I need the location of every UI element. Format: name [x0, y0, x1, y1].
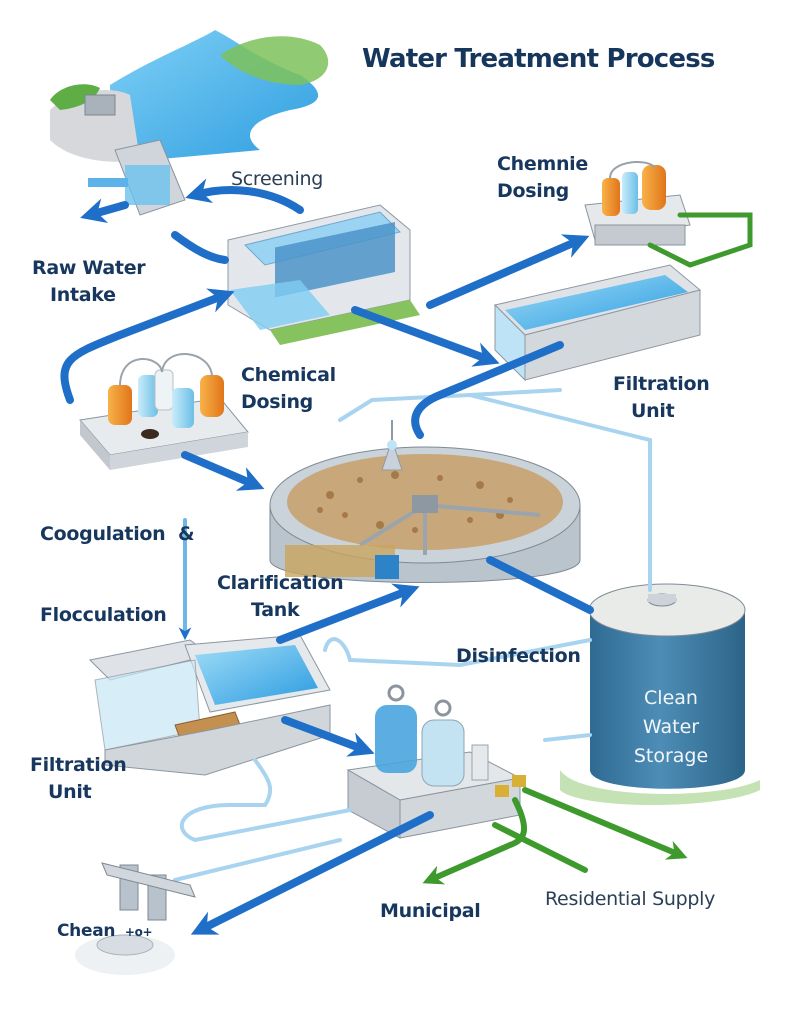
label-chemical-dosing: Chemical Dosing [241, 362, 336, 416]
raw-water-intake-structure [88, 139, 186, 216]
label-chemical-dosing-line-2: Dosing [241, 391, 313, 413]
label-filtration-unit-bottom-line-1: Filtration [30, 754, 127, 776]
green-distribution-pipes [422, 787, 688, 885]
label-clean-outlet-symbol: +o+ [124, 925, 153, 939]
label-chemnie-dosing: Chemnie Dosing [497, 151, 588, 205]
chemical-dosing-station [79, 353, 249, 470]
label-chemical-dosing-line-1: Chemical [241, 364, 336, 386]
label-clean-water-storage-line-2: Water [642, 716, 700, 738]
label-chemnie-dosing-line-2: Dosing [497, 180, 569, 202]
disinfection-station [346, 684, 526, 839]
label-coagulation-flocculation: Coogulation & Flocculation [40, 467, 195, 656]
green-pipes-top [647, 212, 753, 268]
label-screening: Screening [231, 168, 324, 190]
clean-outlet-structure [75, 862, 196, 975]
filtration-unit-bottom [88, 634, 331, 776]
label-clarification-tank: Clarification Tank [217, 570, 344, 624]
label-clean-water-storage-line-3: Storage [633, 745, 709, 767]
label-coagulation-line-1: Coogulation & [40, 523, 195, 545]
label-residential-supply: Residential Supply [545, 888, 716, 910]
flow-arrows [60, 178, 594, 935]
label-filtration-unit-bottom: Filtration Unit [30, 752, 127, 806]
chemnie-dosing-station [584, 161, 691, 246]
label-disinfection: Disinfection [456, 645, 581, 667]
label-chemnie-dosing-line-1: Chemnie [497, 153, 588, 175]
label-raw-water-intake-line-1: Raw Water [32, 257, 146, 279]
clarification-tank [269, 420, 581, 583]
clean-water-storage-tank [560, 583, 760, 805]
label-municipal: Municipal [380, 900, 481, 922]
label-clarification-tank-line-2: Tank [251, 599, 300, 621]
label-clean-outlet: Chean +o+ [57, 918, 153, 946]
label-filtration-unit-top-line-1: Filtration [613, 373, 710, 395]
label-clarification-tank-line-1: Clarification [217, 572, 344, 594]
label-filtration-unit-top: Filtration Unit [613, 371, 710, 425]
label-clean-outlet-text: Chean [57, 921, 116, 941]
filtration-unit-top [494, 264, 702, 382]
light-process-pipes [173, 388, 652, 882]
label-raw-water-intake: Raw Water Intake [32, 255, 146, 309]
label-filtration-unit-top-line-2: Unit [631, 400, 675, 422]
screening-unit [227, 204, 420, 345]
diagram-title: Water Treatment Process [362, 44, 715, 74]
label-clean-water-storage-line-1: Clean [644, 687, 698, 709]
label-coagulation-line-2: Flocculation [40, 604, 167, 626]
label-clean-water-storage: Clean Water Storage [596, 684, 746, 771]
label-filtration-unit-bottom-line-2: Unit [48, 781, 92, 803]
river-landscape [50, 30, 329, 162]
label-raw-water-intake-line-2: Intake [50, 284, 116, 306]
